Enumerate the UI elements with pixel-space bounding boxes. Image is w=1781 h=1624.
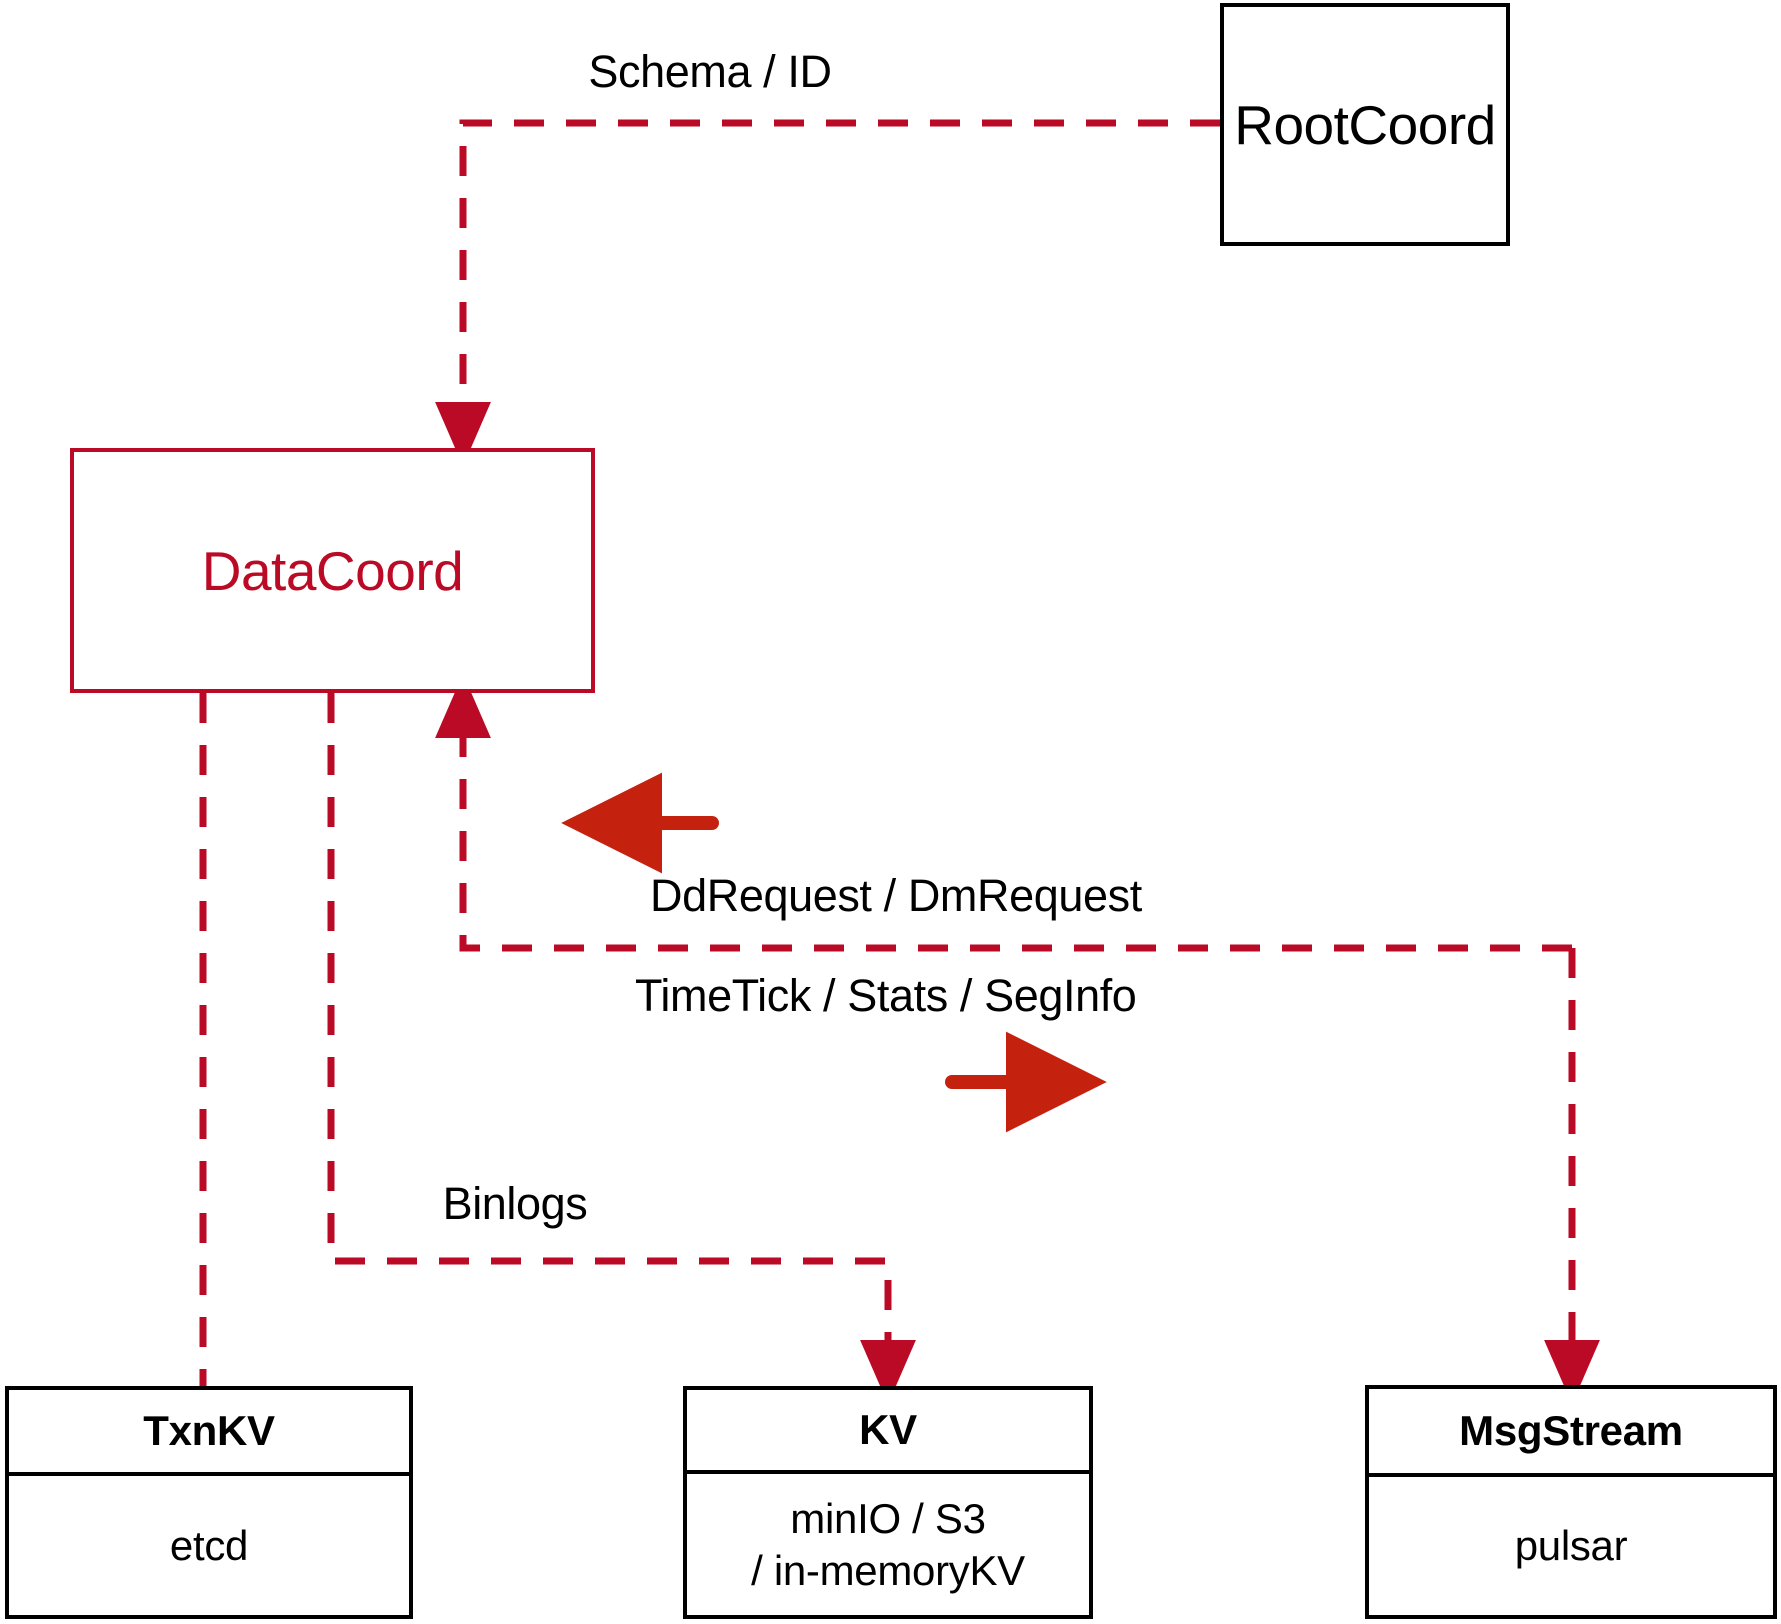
node-rootcoord[interactable]: RootCoord	[1220, 3, 1510, 246]
node-msgstream-title: MsgStream	[1369, 1389, 1773, 1477]
node-txnkv-detail: etcd	[169, 1521, 249, 1569]
node-kv[interactable]: KV minIO / S3 / in-memoryKV	[683, 1386, 1093, 1619]
edge-schema-id	[435, 119, 1220, 467]
node-msgstream-detail: pulsar	[1514, 1522, 1628, 1570]
edge-label-ddrequest-dmrequest: DdRequest / DmRequest	[650, 870, 1142, 921]
node-msgstream-body: pulsar	[1369, 1477, 1773, 1615]
node-txnkv-title: TxnKV	[9, 1390, 409, 1476]
edge-ddrequest-dmrequest	[435, 673, 1572, 952]
node-msgstream[interactable]: MsgStream pulsar	[1365, 1385, 1777, 1619]
edge-label-schema-id: Schema / ID	[588, 46, 832, 97]
node-kv-title: KV	[687, 1390, 1089, 1474]
edge-label-timetick-stats-seginfo: TimeTick / Stats / SegInfo	[635, 970, 1137, 1021]
node-txnkv-body: etcd	[9, 1476, 409, 1615]
node-txnkv[interactable]: TxnKV etcd	[5, 1386, 413, 1619]
node-kv-detail-line1: minIO / S3	[790, 1495, 986, 1543]
edge-binlogs	[327, 693, 916, 1405]
node-kv-detail-line2: / in-memoryKV	[751, 1546, 1025, 1594]
node-kv-body: minIO / S3 / in-memoryKV	[687, 1474, 1089, 1615]
node-datacoord-label: DataCoord	[201, 539, 464, 602]
edge-label-binlogs: Binlogs	[442, 1178, 588, 1229]
node-datacoord[interactable]: DataCoord	[70, 448, 595, 693]
node-rootcoord-label: RootCoord	[1234, 93, 1496, 156]
